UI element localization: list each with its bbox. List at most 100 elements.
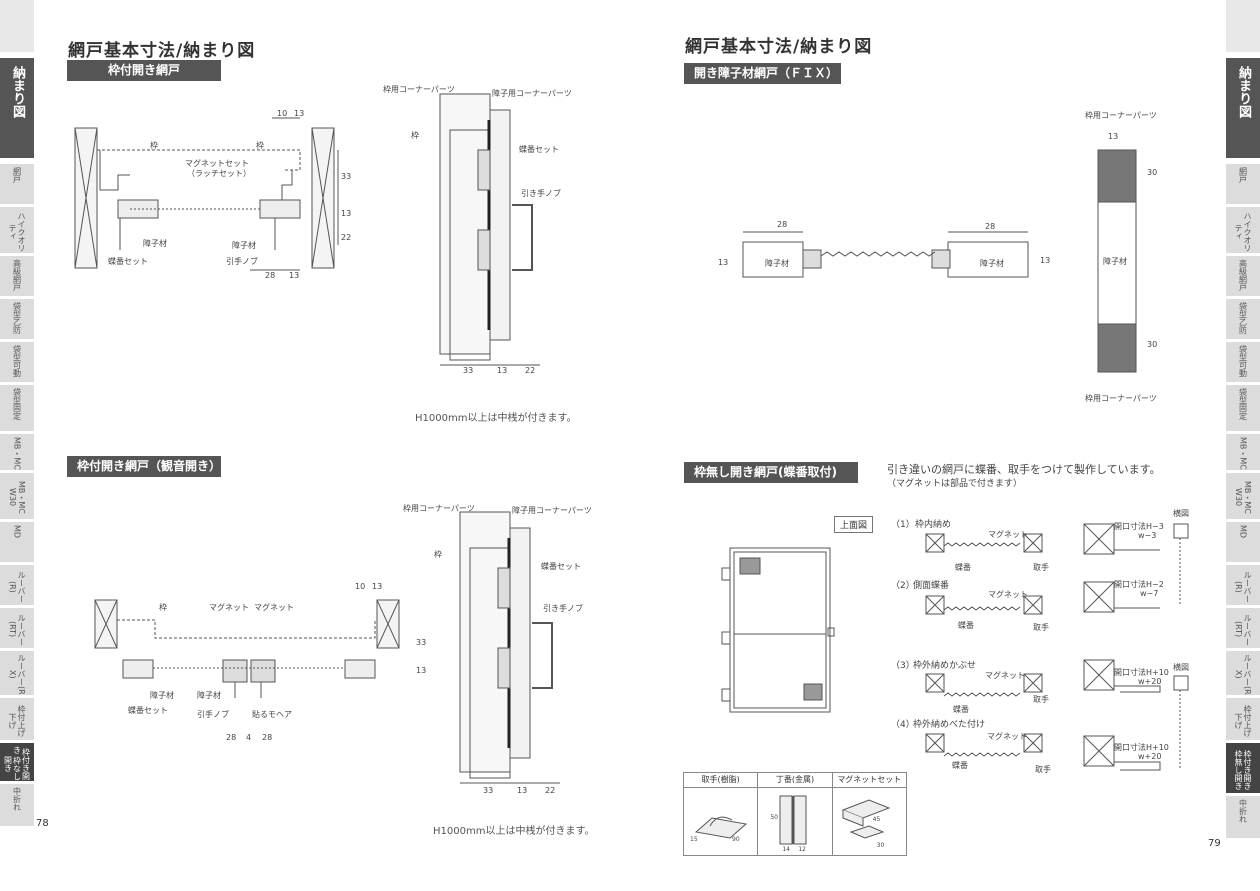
left-tab-fukuro-kadou[interactable]: 袋型可動 [0,342,34,382]
section-label-wakunashi: 枠無し開き網戸(蝶番取付) [684,462,858,483]
plan-view-drawing-2 [94,599,400,698]
right-tab-nakaore[interactable]: 中折れ [1226,796,1260,838]
left-tab-louver-rt[interactable]: ルーバー(RT) [0,608,34,648]
left-tab-label: 網戸 [12,167,22,183]
right-tab-amido[interactable]: 網戸 [1226,164,1260,204]
left-index-tabs: 納まり図 網戸 ハイクオリティ 高級網戸 袋型乙防 袋型可動 袋型固定 MB・M… [0,0,37,891]
item-4-name: 枠外納めべた付け [913,720,986,730]
item-3-dim: 開口寸法H+10 [1114,668,1169,677]
right-tab-louver-rt[interactable]: ルーバー(RT) [1226,608,1260,648]
item-2-chouban: 蝶番 [958,621,974,630]
s2-dim-28b: 28 [262,733,273,742]
left-tab-md[interactable]: MD [0,522,34,562]
side1-dim-13: 13 [497,366,508,375]
item-2-name: 側面蝶番 [913,581,950,591]
right-tab-louver-r[interactable]: ルーバー(R) [1226,565,1260,605]
right-tab-label: 高級網戸 [1238,259,1248,291]
item-1-totte: 取手 [1033,563,1049,572]
right-tab-label: MB・MC [1238,437,1248,470]
left-tab-osamarizu[interactable]: 納まり図 [0,58,34,158]
side2-dim-13: 13 [517,786,528,795]
s2-label-hikite: 引手ノブ [197,710,229,719]
left-tab-nakaore[interactable]: 中折れ [0,784,34,826]
right-tab-fukuro-kotei[interactable]: 袋型固定 [1226,385,1260,431]
left-tab-mbmc-w30[interactable]: MB・MC W30 [0,473,34,519]
label-shoshi: 障子材 [143,239,167,248]
label-chouban-set: 蝶番セット [108,257,148,266]
section-label-fix: 開き障子材網戸（ＦＩＸ） [684,63,841,84]
note-h1000-1: H1000mm以上は中桟が付きます。 [415,413,577,424]
right-tab-spacer [1226,0,1260,52]
side1-dim-33: 33 [463,366,474,375]
right-tab-label: ルーバー(RT) [1234,613,1252,646]
left-tab-label: 高級網戸 [12,259,22,291]
right-tab-label: 枠付き開き 枠無し開き [1234,749,1252,790]
right-tab-waku-age[interactable]: 枠付上げ下げ [1226,698,1260,740]
dim-22: 22 [341,233,352,242]
left-tab-label: MB・MC [12,437,22,470]
parts-header-totte: 取手(樹脂) [684,773,759,787]
left-tab-waku-age[interactable]: 枠付上げ下げ [0,698,34,740]
label-shoshi-2: 障子材 [232,241,256,250]
left-tab-spacer [0,0,34,52]
right-tab-label: 袋型可動 [1238,345,1248,377]
fix-label-shoshi-v: 障子材 [1103,257,1127,266]
s2-label-mohea: 貼るモヘア [252,710,292,719]
left-tab-fukuro-otsu[interactable]: 袋型乙防 [0,299,34,339]
right-tab-mbmc[interactable]: MB・MC [1226,434,1260,470]
plan-view-drawing-1 [74,117,339,271]
dim-28: 28 [265,271,276,280]
right-tab-label: 中折れ [1238,799,1248,823]
fix-corner-bottom: 枠用コーナーパーツ [1085,394,1157,403]
left-tab-highquality[interactable]: ハイクオリティ [0,207,34,253]
left-tab-mbmc[interactable]: MB・MC [0,434,34,470]
left-tab-louver-rx[interactable]: ルーバー(RX) [0,651,34,695]
item-3-magnet: マグネット [985,671,1025,680]
right-tab-mbmc-w30[interactable]: MB・MC W30 [1226,473,1260,519]
left-tab-amido[interactable]: 網戸 [0,164,34,204]
item-1-dim2: w−3 [1138,531,1157,540]
item-2-dim: 開口寸法H−2 [1114,580,1164,589]
left-tab-label: 袋型乙防 [12,302,22,334]
left-tab-louver-r[interactable]: ルーバー(R) [0,565,34,605]
right-tab-md[interactable]: MD [1226,522,1260,562]
side2-dim-22: 22 [545,786,556,795]
left-tab-label: ルーバー(R) [8,570,26,603]
fix-dim-13a: 13 [718,258,729,267]
side1-dim-22: 22 [525,366,536,375]
right-tab-waku-hiraki[interactable]: 枠付き開き 枠無し開き [1226,743,1260,793]
right-tab-highquality[interactable]: ハイクオリティ [1226,207,1260,253]
item-1-name: 枠内納め [915,520,952,530]
dim-13-b: 13 [289,271,300,280]
right-tab-koukyuu[interactable]: 高級網戸 [1226,256,1260,296]
parts-table: 取手(樹脂) 丁番(金属) マグネットセット 90 15 50 14 12 45… [683,772,907,856]
s2-dim-28a: 28 [226,733,237,742]
install-variants-drawing [925,533,1043,757]
side2-dim-33: 33 [483,786,494,795]
left-tab-label: ルーバー(RT) [8,613,26,646]
left-tab-waku-hiraki[interactable]: 枠付き開き 枠なし開き [0,743,34,781]
left-tab-fukuro-kotei[interactable]: 袋型固定 [0,385,34,431]
right-tab-louver-rx[interactable]: ルーバー(RX) [1226,651,1260,695]
p2-dim-c: 12 [798,846,806,853]
item-3-name: 枠外納めかぶせ [913,661,977,671]
label-magnet-set: マグネットセット [185,159,249,168]
right-tab-fukuro-otsu[interactable]: 袋型乙防 [1226,299,1260,339]
side-section-drawing-1 [439,93,540,366]
left-tab-label: 袋型固定 [12,388,22,420]
fix-corner-top: 枠用コーナーパーツ [1085,111,1157,120]
side1-waku: 枠 [411,131,419,140]
section-label-waku-hiraki: 枠付開き網戸 [67,60,221,81]
fix-dim-28b: 28 [985,222,996,231]
s2-label-magnet-a: マグネット [209,603,249,612]
right-tab-fukuro-kadou[interactable]: 袋型可動 [1226,342,1260,382]
left-tab-koukyuu[interactable]: 高級網戸 [0,256,34,296]
left-tab-label: ハイクオリティ [8,211,26,252]
fix-dim-30a: 30 [1147,168,1158,177]
right-tab-osamarizu[interactable]: 納まり図 [1226,58,1260,158]
item-4-chouban: 蝶番 [952,761,968,770]
opening-dim-drawings [1083,523,1189,771]
s2-dim-33: 33 [416,638,427,647]
right-tab-label: MD [1238,525,1248,539]
dim-33: 33 [341,172,352,181]
